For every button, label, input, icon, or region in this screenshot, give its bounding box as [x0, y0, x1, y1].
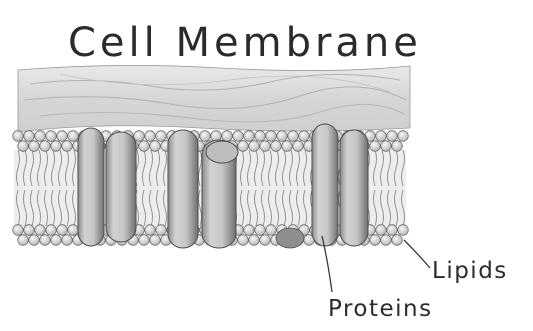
lipid-head: [288, 131, 299, 142]
lipid-head: [139, 235, 150, 246]
lipid-head: [282, 141, 293, 152]
lipid-head: [29, 141, 40, 152]
protein-bump: [276, 228, 304, 248]
lipid-head: [255, 225, 266, 236]
protein: [168, 130, 198, 248]
lipid-head: [266, 225, 277, 236]
lipid-head: [293, 141, 304, 152]
lipid-head: [222, 131, 233, 142]
lipid-head: [24, 131, 35, 142]
lipid-head: [387, 225, 398, 236]
lipid-head: [387, 131, 398, 142]
protein: [78, 128, 104, 246]
lipid-head: [57, 131, 68, 142]
lipid-head: [370, 235, 381, 246]
lipid-head: [46, 225, 57, 236]
lipid-head: [255, 131, 266, 142]
lipid-head: [260, 235, 271, 246]
lipid-head: [51, 235, 62, 246]
lipid-head: [150, 235, 161, 246]
lipid-head: [40, 235, 51, 246]
lipid-head: [392, 141, 403, 152]
lipid-head: [370, 141, 381, 152]
membrane-proteins: [78, 124, 368, 248]
lipid-head: [376, 131, 387, 142]
lipid-head: [238, 141, 249, 152]
lipid-head: [62, 141, 73, 152]
lipid-head: [233, 131, 244, 142]
lipid-head: [13, 225, 24, 236]
lipid-head: [57, 225, 68, 236]
lipid-head: [62, 235, 73, 246]
lipid-head: [29, 235, 40, 246]
lipid-head: [249, 141, 260, 152]
lipids-leader-line: [404, 240, 430, 268]
lipid-head: [376, 225, 387, 236]
lipid-head: [381, 141, 392, 152]
lipid-head: [398, 131, 409, 142]
lipid-head: [299, 131, 310, 142]
lipid-head: [150, 141, 161, 152]
lipid-head: [238, 235, 249, 246]
lipid-head: [35, 225, 46, 236]
lipids-label: Lipids: [432, 258, 508, 284]
lipid-head: [46, 131, 57, 142]
protein: [340, 130, 368, 246]
diagram-title: Cell Membrane: [68, 20, 422, 66]
lipid-head: [244, 225, 255, 236]
lipid-head: [13, 131, 24, 142]
lipid-head: [156, 225, 167, 236]
lipid-head: [249, 235, 260, 246]
lipid-head: [244, 131, 255, 142]
lipid-head: [271, 141, 282, 152]
lipid-head: [260, 141, 271, 152]
lipid-head: [35, 131, 46, 142]
lipid-head: [51, 141, 62, 152]
lipid-head: [156, 131, 167, 142]
lipid-head: [40, 141, 51, 152]
upper-sheet: [18, 65, 410, 132]
protein: [312, 124, 338, 246]
proteins-label: Proteins: [328, 296, 433, 322]
lipid-head: [381, 235, 392, 246]
protein: [106, 132, 136, 242]
lipid-head: [277, 131, 288, 142]
lipid-head: [24, 225, 35, 236]
lipid-head: [18, 235, 29, 246]
lipid-head: [68, 131, 79, 142]
lipid-head: [145, 225, 156, 236]
lipid-head: [398, 225, 409, 236]
protein-cap: [206, 141, 238, 163]
lipid-head: [68, 225, 79, 236]
lipid-head: [139, 141, 150, 152]
lipid-head: [145, 131, 156, 142]
lipid-head: [266, 131, 277, 142]
lipid-head: [200, 131, 211, 142]
lipid-head: [18, 141, 29, 152]
lipid-head: [134, 131, 145, 142]
lipid-head: [392, 235, 403, 246]
